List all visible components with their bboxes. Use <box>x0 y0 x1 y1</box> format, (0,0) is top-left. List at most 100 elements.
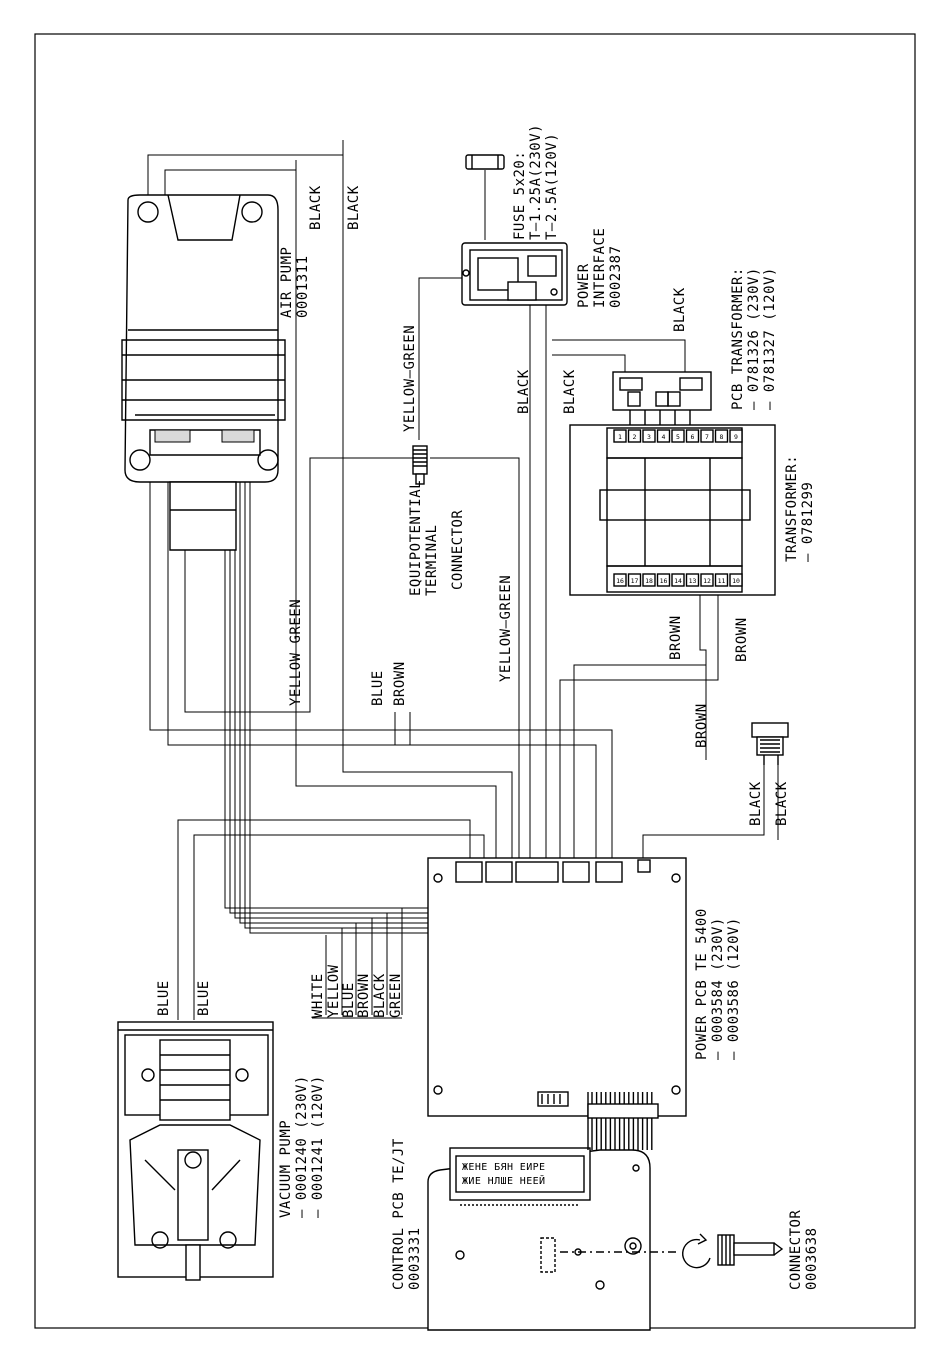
transformer-pin-label: 5 <box>676 433 680 441</box>
power-interface-label1: POWER <box>576 263 592 308</box>
pcb-transformer-label: PCB TRANSFORMER: <box>730 267 746 410</box>
power-pcb-230: – 0003584 (230V) <box>710 917 726 1060</box>
transformer-pin <box>714 573 729 587</box>
transformer-pin <box>656 573 671 587</box>
transformer-code: – 0781299 <box>800 482 816 562</box>
power-pcb-120: – 0003586 (120V) <box>726 917 742 1060</box>
pcb-transformer: PCB TRANSFORMER: – 0781326 (230V) – 0781… <box>612 267 778 425</box>
wire-label-black-air-1: BLACK <box>308 185 324 230</box>
power-interface: POWER INTERFACE 0002387 <box>461 228 624 308</box>
transformer-pin-label: 18 <box>645 577 653 585</box>
wire-label-brown-2: BROWN <box>734 617 750 662</box>
transformer-pin <box>700 429 714 443</box>
transformer-pin <box>656 429 671 443</box>
wire-label-brown-3: BROWN <box>694 703 710 748</box>
transformer-pin <box>714 429 729 443</box>
svg-text:ЖЕНЕ БЯН ЕИРЕ: ЖЕНЕ БЯН ЕИРЕ <box>462 1162 545 1173</box>
connector-shaft: CONNECTOR 0003638 <box>682 1210 820 1290</box>
transformer-pin <box>613 573 627 587</box>
fuse: FUSE 5x20: T–1.25A(230V) T–2.5A(120V) <box>465 124 560 240</box>
wire-label-yellow-green-term: YELLOW–GREEN <box>402 325 418 432</box>
transformer-pin-label: 14 <box>674 577 682 585</box>
transformer-pin <box>685 429 700 443</box>
transformer-pin <box>627 429 642 443</box>
transformer-pin-label: 2 <box>633 433 637 441</box>
vacuum-pump-label: VACUUM PUMP <box>278 1120 294 1218</box>
wire-label-black-conn-2: BLACK <box>774 781 790 826</box>
wire-label-blue-air: BLUE <box>370 670 386 706</box>
connector-code: 0003638 <box>804 1227 820 1290</box>
vacuum-pump-230: – 0001240 (230V) <box>294 1075 310 1218</box>
transformer-pin <box>671 429 685 443</box>
pcb-transformer-120: – 0781327 (120V) <box>762 267 778 410</box>
legend-brown: BROWN <box>356 973 372 1018</box>
transformer-pin <box>671 573 685 587</box>
transformer-pin-label: 12 <box>703 577 711 585</box>
color-legend: WHITE YELLOW BLUE BROWN BLACK GREEN <box>310 964 404 1019</box>
fuse-line3: T–2.5A(120V) <box>544 133 560 240</box>
wire-label-blue-vac-2: BLUE <box>196 980 212 1016</box>
wire-label-black-air-2: BLACK <box>346 185 362 230</box>
wire-label-blue-vac-1: BLUE <box>156 980 172 1016</box>
transformer-pin <box>642 573 656 587</box>
power-interface-label2: INTERFACE <box>592 228 608 308</box>
air-pump-code: 0001311 <box>295 255 311 318</box>
transformer-pin-label: 16 <box>616 577 624 585</box>
transformer-pin <box>729 573 743 587</box>
equipotential-label3: CONNECTOR <box>450 510 466 590</box>
air-pump-label: AIR PUMP <box>279 247 295 318</box>
pcb-transformer-230: – 0781326 (230V) <box>746 267 762 410</box>
wire-labels: BLACK BLACK YELLOW–GREEN BLACK BLACK BLA… <box>156 185 790 1016</box>
control-pcb: ЖЕНЕ БЯН ЕИРЕ ЖИЕ НЛШЕ НЕЕЙ CONTROL PCB … <box>391 1092 680 1331</box>
vacuum-pump-120: – 0001241 (120V) <box>310 1075 326 1218</box>
transformer-pin-label: 8 <box>720 433 724 441</box>
vacuum-pump: VACUUM PUMP – 0001240 (230V) – 0001241 (… <box>117 1021 326 1281</box>
power-pcb-label: POWER PCB TE 5400 <box>694 908 710 1060</box>
wire-label-black-pcbt: BLACK <box>672 287 688 332</box>
transformer-pin-label: 1 <box>618 433 622 441</box>
transformer-pin-label: 13 <box>689 577 697 585</box>
power-interface-code: 0002387 <box>608 245 624 308</box>
fuse-line1: FUSE 5x20: <box>512 151 528 240</box>
legend-yellow: YELLOW <box>326 964 342 1018</box>
wire-label-yellow-green-air: YELLOW–GREEN <box>288 599 304 706</box>
equipotential-terminal: EQUIPOTENTIAL TERMINAL CONNECTOR <box>408 445 466 596</box>
equipotential-label2: TERMINAL <box>424 525 440 596</box>
wire-label-black-conn-1: BLACK <box>748 781 764 826</box>
wire-label-black-pi-1: BLACK <box>516 369 532 414</box>
transformer-pin-label: 7 <box>705 433 709 441</box>
connector-label: CONNECTOR <box>788 1210 804 1290</box>
panel-connector <box>751 722 789 765</box>
wire-label-yellow-green-pcb: YELLOW–GREEN <box>498 575 514 682</box>
legend-blue: BLUE <box>341 982 357 1018</box>
fuse-line2: T–1.25A(230V) <box>528 124 544 240</box>
transformer-pin-label: 10 <box>732 577 740 585</box>
transformer-pin-label: 4 <box>662 433 666 441</box>
wire-label-black-pi-2: BLACK <box>562 369 578 414</box>
legend-black: BLACK <box>372 973 388 1018</box>
transformer-pin <box>700 573 714 587</box>
legend-green: GREEN <box>388 973 404 1018</box>
transformer-pin <box>627 573 642 587</box>
transformer-pin-label: 16 <box>660 577 668 585</box>
transformer-pin <box>642 429 656 443</box>
transformer-pin-label: 9 <box>734 433 738 441</box>
transformer-pin-label: 3 <box>647 433 651 441</box>
wire-label-brown-1: BROWN <box>668 615 684 660</box>
transformer-label: TRANSFORMER: <box>784 455 800 562</box>
transformer-pin-label: 17 <box>631 577 639 585</box>
wire-label-brown-air: BROWN <box>392 661 408 706</box>
control-pcb-label: CONTROL PCB TE/JT <box>391 1138 407 1290</box>
control-pcb-code: 0003331 <box>407 1227 423 1290</box>
header-block <box>587 1103 659 1119</box>
legend-white: WHITE <box>310 973 326 1018</box>
transformer-pin <box>613 429 627 443</box>
transformer-pin-label: 6 <box>691 433 695 441</box>
svg-text:ЖИЕ НЛШЕ НЕЕЙ: ЖИЕ НЛШЕ НЕЕЙ <box>462 1174 545 1187</box>
transformer-pin-label: 11 <box>718 577 726 585</box>
power-pcb: POWER PCB TE 5400 – 0003584 (230V) – 000… <box>427 857 742 1117</box>
transformer-pin <box>729 429 743 443</box>
air-pump: AIR PUMP 0001311 <box>121 194 311 551</box>
